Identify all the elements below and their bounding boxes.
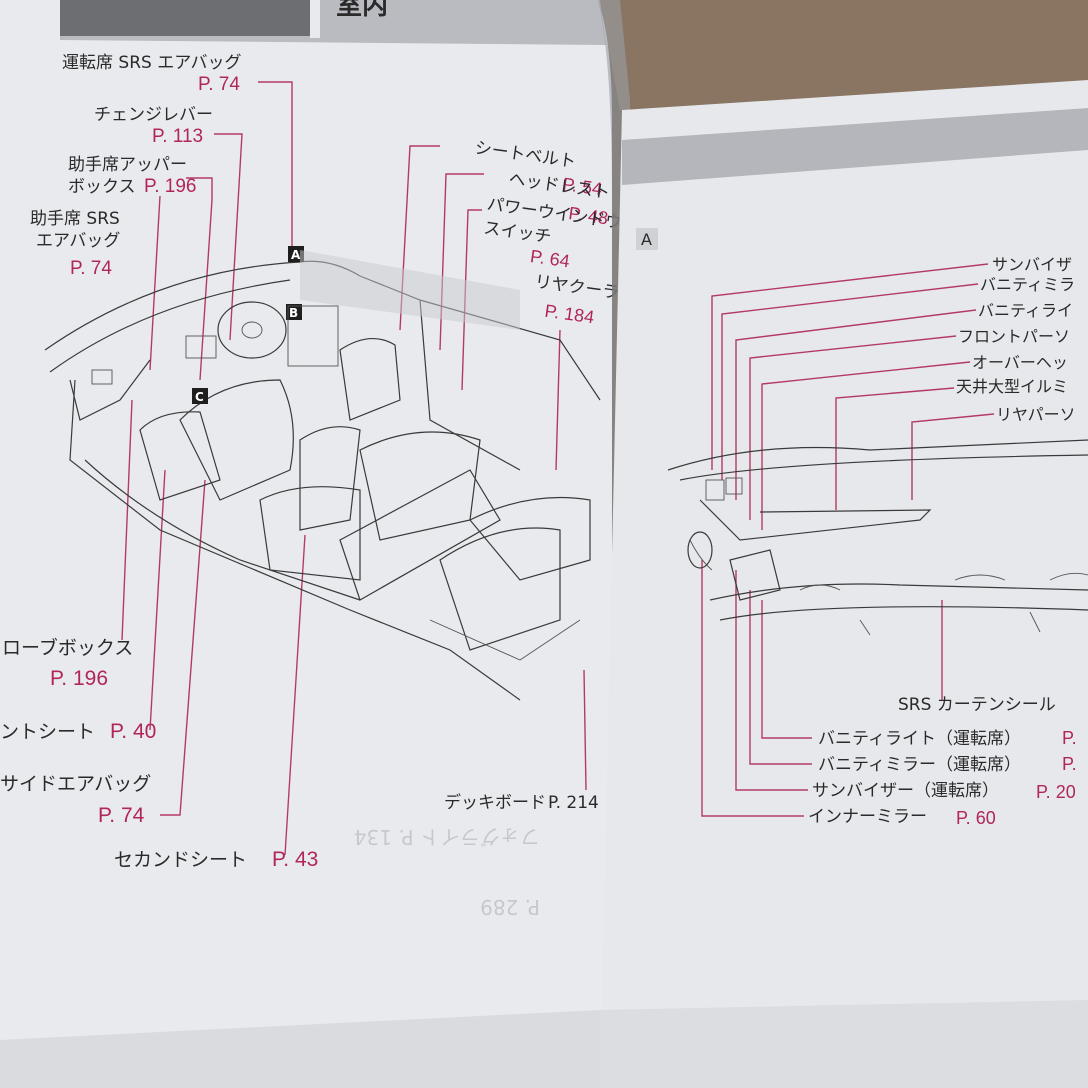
page-inner-mirror: P. 60 [956, 808, 996, 828]
label-overhead: オーバーヘッ [972, 353, 1068, 372]
page-vanity-light-driver: P. [1062, 728, 1077, 748]
callout-b-left: B [289, 306, 298, 320]
page-second-seat: P. 43 [272, 848, 318, 871]
label-passenger-airbag-1: 助手席 SRS [30, 209, 120, 229]
label-side-airbag: サイドエアバッグ [0, 773, 151, 795]
label-driver-airbag: 運転席 SRS エアバッグ [62, 53, 242, 73]
section-title: 室内 [336, 0, 388, 21]
label-deck-board: デッキボード [444, 792, 546, 813]
page-driver-airbag: P. 74 [198, 74, 240, 95]
label-front-personal: フロントパーソ [958, 327, 1070, 346]
leader-lines-left [121, 81, 587, 856]
label-passenger-airbag-2: エアバッグ [36, 231, 120, 251]
svg-text:P. 289: P. 289 [480, 895, 540, 919]
label-upper-box-2: ボックス [68, 177, 136, 197]
callout-c-left: C [195, 390, 204, 404]
label-change-lever: チェンジレバー [94, 105, 213, 125]
label-second-seat: セカンドシート [114, 849, 247, 871]
label-front-seat: ントシート [0, 721, 95, 743]
page-change-lever: P. 113 [152, 126, 203, 147]
ceiling-illustration [667, 439, 1088, 636]
page-upper-box: P. 196 [144, 176, 196, 197]
page-passenger-airbag: P. 74 [70, 258, 112, 279]
page-glove-box: P. 196 [50, 667, 108, 690]
callout-a-left: A [291, 248, 301, 262]
right-page: A サンバイザ バニティミラ バニティライ フロントパーソ オーバーヘッ 天井大… [600, 80, 1088, 1088]
page-deck-board: P. 214 [548, 793, 599, 813]
svg-text:フォグライト P. 134: フォグライト P. 134 [354, 825, 540, 849]
page-vanity-mirror-driver: P. [1062, 754, 1077, 774]
page-front-seat: P. 40 [110, 720, 156, 743]
label-curtain-airbag: SRS カーテンシール [898, 695, 1056, 715]
left-page: 室内 フォグライト P. 134 P. 289 運転席 SRS エアバッグ P.… [0, 0, 637, 1088]
label-rear-personal: リヤパーソ [996, 405, 1076, 424]
label-inner-mirror: インナーミラー [808, 807, 927, 827]
callout-a-right: A [641, 230, 652, 249]
interior-illustration: A B C [44, 246, 601, 701]
page-sun-visor-driver: P. 20 [1036, 782, 1076, 802]
label-upper-box-1: 助手席アッパー [68, 155, 187, 175]
label-sun-visor-driver: サンバイザー（運転席） [812, 781, 999, 801]
label-vanity-light: バニティライ [978, 301, 1073, 320]
label-ceiling-illumination: 天井大型イルミ [956, 377, 1068, 396]
label-sun-visor: サンバイザ [992, 255, 1072, 274]
label-glove-box: ローブボックス [2, 636, 133, 659]
leader-lines-right [701, 263, 995, 817]
page-side-airbag: P. 74 [98, 804, 145, 827]
label-vanity-mirror: バニティミラ [980, 275, 1075, 294]
label-vanity-light-driver: バニティライト（運転席） [818, 729, 1021, 749]
label-vanity-mirror-driver: バニティミラー（運転席） [818, 755, 1021, 775]
